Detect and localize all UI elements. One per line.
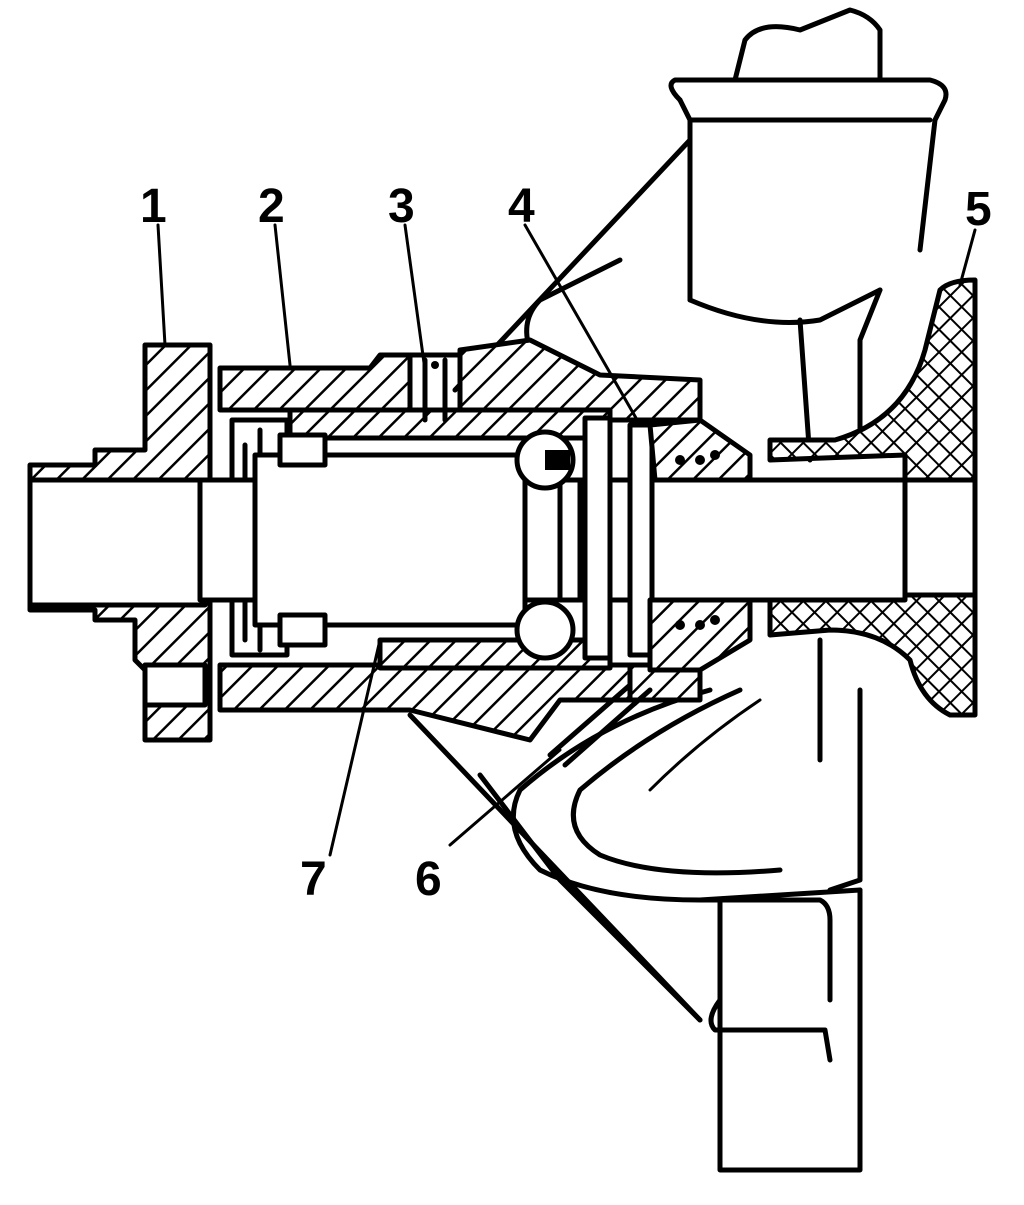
callout-2: 2	[258, 180, 285, 233]
pump-housing	[407, 7, 949, 1173]
callout-1: 1	[140, 180, 167, 233]
seal-assembly	[627, 417, 753, 673]
bearing-balls	[514, 415, 613, 661]
callout-6: 6	[415, 853, 442, 906]
callout-5: 5	[965, 183, 992, 236]
callout-labels: 1 2 3 4 5 6 7	[140, 180, 992, 906]
lubrication-hole	[407, 352, 463, 423]
impeller	[767, 277, 978, 718]
callout-3: 3	[388, 180, 415, 233]
pump-shaft	[197, 432, 923, 648]
leader-lines	[156, 223, 977, 857]
callout-7: 7	[300, 853, 327, 906]
pulley-hub	[27, 342, 213, 743]
bearing-housing	[217, 337, 703, 743]
callout-4: 4	[508, 180, 535, 233]
drain-channel	[547, 682, 653, 768]
